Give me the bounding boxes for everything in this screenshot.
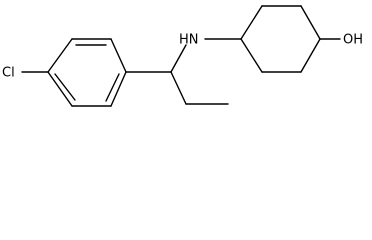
ring-bond	[110, 71, 127, 107]
amine-label: HN	[179, 33, 199, 48]
ring-bond	[240, 38, 263, 73]
cyclohexane-ring	[240, 5, 321, 73]
molecule-drawing: Cl HN OH	[0, 0, 372, 111]
hydroxyl-label: OH	[343, 33, 363, 48]
ring-bond	[47, 38, 73, 73]
ring-bond	[300, 5, 321, 40]
ring-double-bond	[105, 73, 120, 102]
benzylic-to-ethyl-bond	[170, 71, 187, 105]
ring-bond	[110, 38, 127, 73]
chlorophenyl-ring	[47, 38, 127, 107]
carbon-nitrogen-bond	[170, 44, 187, 73]
ring-double-bond	[54, 73, 76, 101]
ring-bond	[47, 71, 73, 107]
ring-bond	[300, 38, 321, 73]
chlorine-label: Cl	[2, 66, 15, 81]
ring-bond	[240, 5, 263, 40]
